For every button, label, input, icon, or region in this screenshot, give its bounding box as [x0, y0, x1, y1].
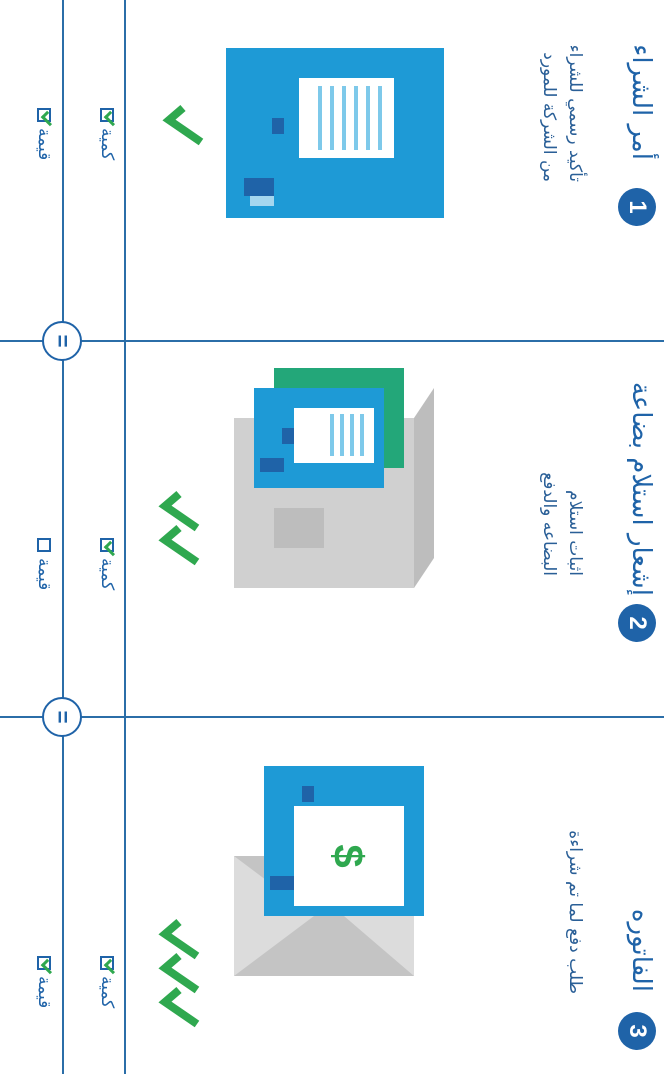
value-text: قيمة: [34, 128, 54, 160]
checkbox-checked-icon: [37, 108, 51, 122]
single-check-icon: [159, 100, 209, 150]
quantity-text: كمية: [97, 976, 117, 1008]
step-description: تأكيد رسمي للشراء من الشركة للمورد: [536, 45, 588, 182]
quantity-label: كمية: [97, 538, 117, 590]
step-number-badge: 1: [618, 188, 656, 226]
svg-text:$: $: [325, 844, 372, 867]
step-invoice: 3 الفاتوره طلب دفع لما تم شراءة $ كمية: [0, 716, 664, 1074]
step-title: الفاتوره: [626, 909, 656, 992]
step-description-line: طلب دفع لما تم شراءة: [562, 830, 588, 994]
checkbox-checked-icon: [100, 956, 114, 970]
step-description: اثبات استلام البضاعه والدفع: [536, 472, 588, 576]
checkbox-checked-icon: [37, 956, 51, 970]
step-title: أمر الشراء: [626, 44, 656, 160]
quantity-label: كمية: [97, 956, 117, 1008]
step-purchase-order: 1 أمر الشراء تأكيد رسمي للشراء من الشركة…: [0, 0, 664, 358]
step-title: إشعار استلام بضاعة: [626, 382, 656, 596]
step-description-line: تأكيد رسمي للشراء: [562, 45, 588, 182]
quantity-text: كمية: [97, 128, 117, 160]
checkbox-empty-icon: [37, 538, 51, 552]
step-description: طلب دفع لما تم شراءة: [562, 830, 588, 994]
step-goods-receipt: 2 إشعار استلام بضاعة اثبات استلام البضاع…: [0, 358, 664, 716]
checkbox-checked-icon: [100, 108, 114, 122]
step-description-line: اثبات استلام: [562, 472, 588, 576]
value-text: قيمة: [34, 976, 54, 1008]
double-check-icon: [149, 488, 209, 578]
triple-check-icon: [149, 916, 209, 1036]
value-label: قيمة: [34, 108, 54, 160]
value-label: قيمة: [34, 956, 54, 1008]
invoice-envelope-icon: $: [224, 766, 434, 976]
goods-receipt-box-icon: [224, 358, 434, 588]
checkbox-checked-icon: [100, 538, 114, 552]
quantity-label: كمية: [97, 108, 117, 160]
value-text: قيمة: [34, 558, 54, 590]
step-number-badge: 2: [618, 604, 656, 642]
purchase-order-document-icon: [224, 48, 454, 218]
value-label: قيمة: [34, 538, 54, 590]
step-description-line: من الشركة للمورد: [536, 45, 562, 182]
step-description-line: البضاعه والدفع: [536, 472, 562, 576]
quantity-text: كمية: [97, 558, 117, 590]
step-number-badge: 3: [618, 1012, 656, 1050]
